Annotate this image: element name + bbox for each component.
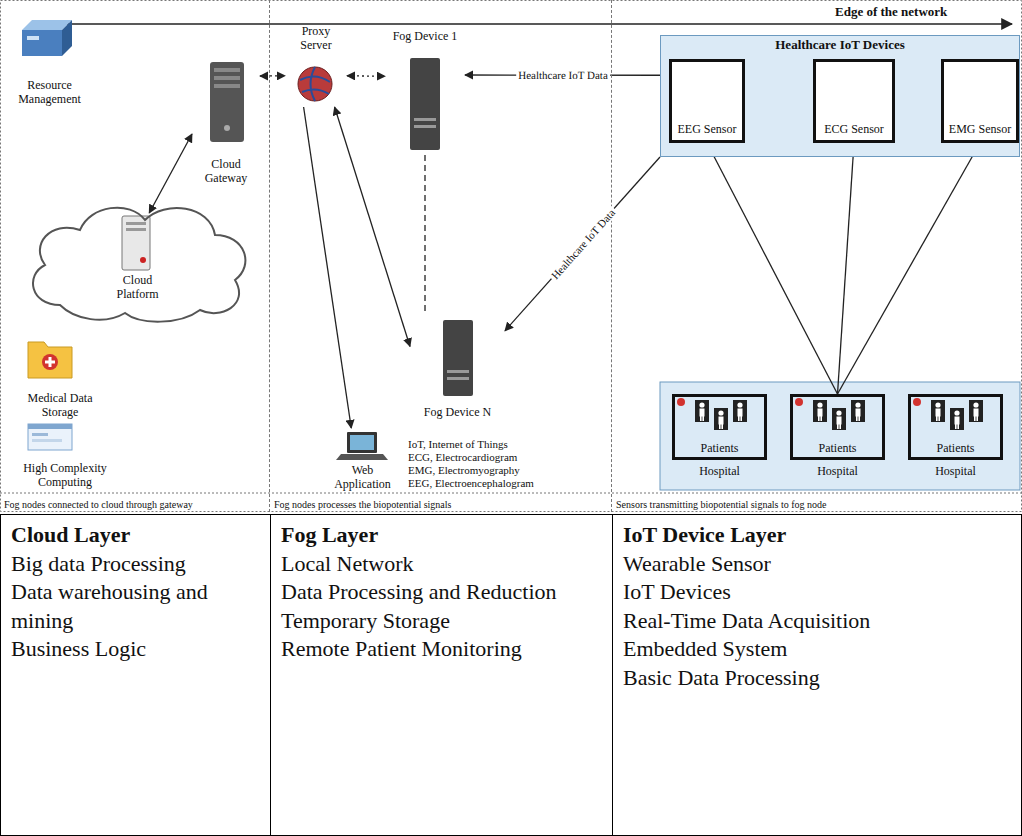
node-text: Local Network — [281, 550, 414, 579]
icon-node: Web Application — [325, 428, 400, 492]
connector — [505, 157, 660, 331]
abbreviation-note: EEG, Electroencephalogram — [408, 477, 534, 490]
node-text: Data Processing and Reduction — [281, 578, 557, 607]
hospital-box: PatientsHospital — [908, 394, 1003, 460]
sensor-box: ECG Sensor — [813, 59, 895, 143]
node-label: EMG Sensor — [949, 123, 1011, 137]
abbreviation-note: ECG, Electrocardiogram — [408, 451, 517, 464]
connector — [838, 143, 855, 394]
node-text: Wearable Sensor — [623, 550, 771, 579]
node-text: Hospital — [817, 465, 858, 479]
device-panel: Healthcare IoT DevicesEEG Sensor ECG Sens… — [660, 35, 1020, 157]
hospital-box: PatientsHospital — [672, 394, 767, 460]
proxy-globe — [298, 67, 332, 101]
node-text: Big data Processing — [11, 550, 186, 579]
node-label: Cloud Platform — [103, 274, 173, 302]
node-text: IoT Devices — [623, 578, 731, 607]
connector — [149, 134, 192, 213]
node-label: Fog nodes processes the biopotential sig… — [274, 499, 451, 511]
sensor-box: EMG Sensor — [941, 59, 1019, 143]
node-text: Hospital — [699, 465, 740, 479]
cloud-outline — [20, 195, 255, 330]
node-text: Hospital — [935, 465, 976, 479]
node-label: Resource Management — [10, 79, 90, 107]
icon-node: Medical Data Storage — [5, 335, 115, 420]
patient-figures — [677, 398, 983, 430]
network-edge-label: Edge of the network — [835, 5, 947, 20]
node-label: Web Application — [328, 464, 398, 492]
connector — [424, 155, 425, 315]
fog-server-n — [443, 320, 473, 396]
fog-server-1 — [410, 58, 440, 150]
hospital-panel — [660, 382, 1020, 490]
icon-node: High Complexity Computing — [5, 422, 125, 490]
node-label: Fog Layer — [281, 521, 378, 550]
node-text: Temporary Storage — [281, 607, 450, 636]
sensor-box: EEG Sensor — [669, 59, 745, 143]
hospital-box: PatientsHospital — [790, 394, 885, 460]
layer-region: Sensors transmitting biopotential signal… — [612, 0, 1022, 512]
connector — [838, 143, 981, 394]
node-text: Basic Data Processing — [623, 664, 820, 693]
node-label: IoT Device Layer — [623, 521, 786, 550]
node-label: Fog nodes connected to cloud through gat… — [4, 499, 193, 511]
edge-label: Healthcare IoT Data — [516, 69, 610, 81]
cloud-server — [122, 216, 150, 270]
layer-region: Fog nodes connected to cloud through gat… — [0, 0, 270, 512]
edge-label: Healthcare IoT Data — [547, 205, 618, 283]
connector — [304, 107, 352, 428]
connector — [347, 75, 385, 77]
node-label: Cloud Layer — [11, 521, 130, 550]
node-label: Patients — [937, 442, 975, 456]
connector — [335, 107, 410, 347]
node-label: EEG Sensor — [678, 123, 737, 137]
node-text: Embedded System — [623, 635, 787, 664]
outer-frame — [1, 1, 1022, 512]
icon-node: Fog Device N — [410, 315, 505, 420]
footer-line — [0, 493, 1022, 494]
gateway-server — [210, 62, 244, 142]
node-text: Business Logic — [11, 635, 146, 664]
laptop-icon — [336, 432, 388, 460]
table-cell: Fog LayerLocal NetworkData Processing an… — [270, 514, 613, 836]
icon-node: Cloud Gateway — [192, 56, 260, 186]
node-label: Healthcare IoT Devices — [775, 38, 905, 53]
connector — [260, 75, 285, 76]
node-label: Patients — [701, 442, 739, 456]
icon-node: Fog Device 1 — [385, 30, 465, 155]
icon-node: Proxy Server — [285, 25, 347, 107]
folder-icon — [28, 342, 72, 378]
node-label: Fog Device 1 — [393, 30, 458, 44]
cloud-shape: Cloud Platform — [20, 195, 255, 330]
computing-icon — [28, 424, 72, 450]
icon-node: Resource Management — [2, 15, 97, 107]
resource-icon — [22, 20, 72, 56]
node-label: Sensors transmitting biopotential signal… — [616, 499, 827, 511]
edge-arrow — [40, 23, 1012, 25]
abbreviation-note: EMG, Electromyography — [408, 464, 520, 477]
node-label: Patients — [819, 442, 857, 456]
node-label: High Complexity Computing — [15, 462, 115, 490]
abbreviation-note: IoT, Internet of Things — [408, 438, 508, 451]
connector — [707, 143, 838, 394]
node-label: Fog Device N — [424, 406, 491, 420]
node-label: Medical Data Storage — [18, 392, 103, 420]
node-text: Data warehousing and mining — [11, 578, 260, 635]
table-cell: Cloud LayerBig data ProcessingData wareh… — [0, 514, 271, 836]
table-cell: IoT Device LayerWearable SensorIoT Devic… — [612, 514, 1022, 836]
node-label: ECG Sensor — [824, 123, 884, 137]
node-text: Real-Time Data Acquisition — [623, 607, 870, 636]
node-label: Cloud Gateway — [196, 158, 256, 186]
node-label: Proxy Server — [291, 25, 341, 53]
node-text: Remote Patient Monitoring — [281, 635, 522, 664]
